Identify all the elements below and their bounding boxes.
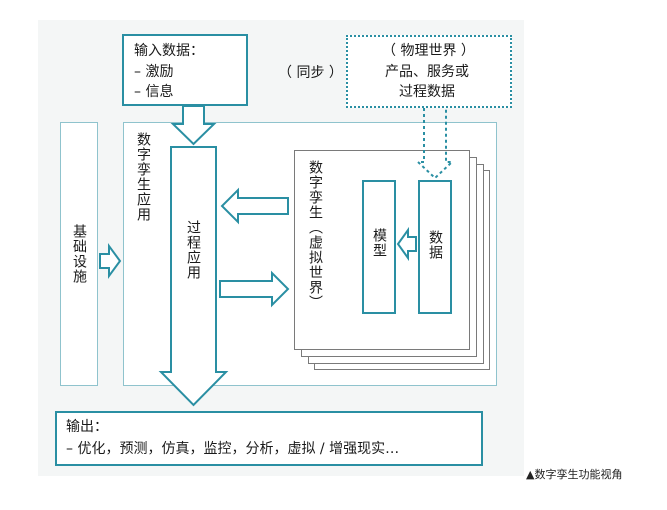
data-box	[418, 180, 452, 314]
data-label: 数据	[427, 230, 443, 260]
input-data-box	[122, 34, 248, 106]
process-to-twin-arrow	[219, 270, 290, 308]
input-box-line3: – 信息	[134, 84, 174, 100]
sync-label: （ 同步 ）	[278, 65, 343, 81]
figure-caption: ▲数字孪生功能视角	[526, 468, 623, 481]
input-box-line1: 输入数据：	[134, 43, 204, 59]
physical-box-line3: 过程数据	[399, 84, 455, 100]
data-to-model-arrow	[396, 226, 417, 262]
physical-box-line2: 产品、服务或	[385, 64, 469, 80]
model-label: 模型	[371, 228, 387, 258]
model-box	[362, 180, 396, 314]
physical-box-line1: （ 物理世界 ）	[382, 43, 475, 59]
output-box-line2: – 优化，预测，仿真，监控，分析，虚拟 / 增强现实…	[66, 441, 400, 457]
output-box-line1: 输出：	[66, 419, 108, 435]
infrastructure-right-arrow	[99, 242, 122, 280]
physical-world-down-arrow	[415, 108, 455, 180]
infrastructure-label: 基础设施	[71, 224, 87, 284]
input-down-arrow	[170, 105, 217, 146]
twin-application-label: 数字孪生应用	[135, 132, 151, 222]
physical-world-box	[346, 35, 512, 108]
process-application-label: 过程应用	[185, 220, 201, 280]
output-box	[55, 411, 483, 466]
infrastructure-box	[60, 122, 98, 386]
twin-virtual-label: 数字孪生（虚拟世界）	[307, 160, 323, 310]
process-application-arrow	[158, 146, 229, 407]
input-box-line2: – 激励	[134, 64, 174, 80]
twin-to-process-arrow	[220, 187, 289, 225]
